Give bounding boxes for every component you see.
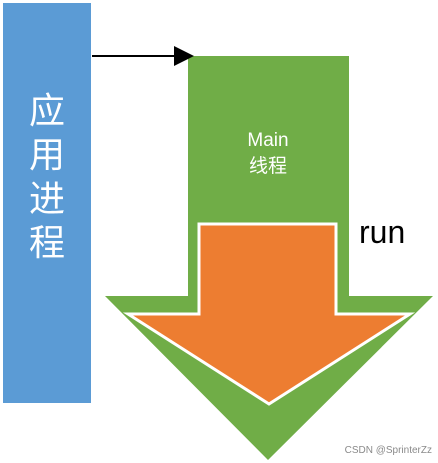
app-process-char: 进 [28, 179, 65, 220]
main-thread-label: Main 线程 [188, 128, 348, 180]
app-process-char: 程 [28, 223, 65, 264]
app-process-char: 应 [28, 91, 65, 132]
app-process-char: 用 [28, 135, 65, 176]
watermark: CSDN @SprinterZz [344, 445, 432, 456]
main-thread-label-line: 线程 [248, 156, 287, 177]
run-label: run [359, 214, 406, 250]
app-process-block [3, 3, 91, 403]
main-thread-label-line: Main [247, 130, 289, 151]
run-arrow [122, 222, 416, 406]
app-process-label: 应 用 进 程 [3, 90, 91, 266]
